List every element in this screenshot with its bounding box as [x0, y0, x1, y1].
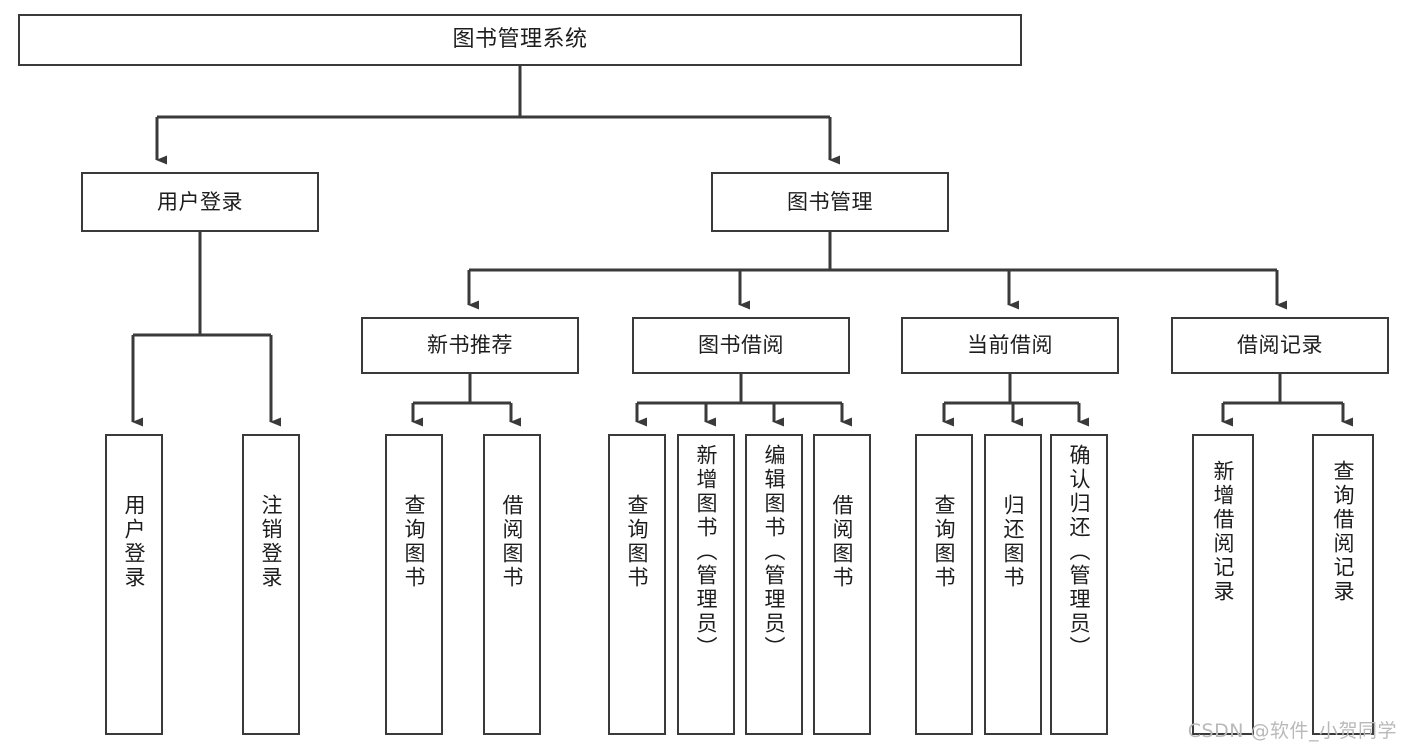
- node-book-borrow[interactable]: 图书借阅: [632, 317, 850, 374]
- node-leaf-confirm-return-admin-label: 确认归还（管理员）: [1067, 444, 1092, 660]
- node-borrow-record-label: 借阅记录: [1237, 333, 1323, 358]
- node-user-login-label: 用户登录: [157, 189, 243, 214]
- node-leaf-logout-login[interactable]: 注销登录: [242, 434, 300, 735]
- node-current-borrow[interactable]: 当前借阅: [901, 317, 1119, 374]
- node-leaf-borrow-book-recommend-label: 借阅图书: [500, 494, 525, 590]
- node-leaf-query-book-borrow-label: 查询图书: [625, 494, 650, 590]
- node-new-book-recommend-label: 新书推荐: [427, 333, 513, 358]
- node-leaf-edit-book-admin-label: 编辑图书（管理员）: [762, 444, 787, 660]
- node-leaf-return-book-label: 归还图书: [1001, 494, 1026, 590]
- node-leaf-add-book-admin[interactable]: 新增图书（管理员）: [677, 434, 735, 735]
- node-leaf-logout-login-label: 注销登录: [259, 494, 284, 590]
- node-leaf-query-borrow-record-label: 查询借阅记录: [1331, 460, 1356, 604]
- node-root-label: 图书管理系统: [452, 27, 588, 53]
- node-leaf-user-login-label: 用户登录: [122, 494, 147, 590]
- node-new-book-recommend[interactable]: 新书推荐: [361, 317, 579, 374]
- node-leaf-return-book[interactable]: 归还图书: [984, 434, 1042, 735]
- node-current-borrow-label: 当前借阅: [967, 333, 1053, 358]
- node-leaf-borrow-book[interactable]: 借阅图书: [813, 434, 871, 735]
- node-leaf-confirm-return-admin[interactable]: 确认归还（管理员）: [1050, 434, 1108, 735]
- node-borrow-record[interactable]: 借阅记录: [1171, 317, 1389, 374]
- node-user-login[interactable]: 用户登录: [81, 172, 319, 232]
- node-leaf-query-book-recommend-label: 查询图书: [402, 494, 427, 590]
- node-leaf-edit-book-admin[interactable]: 编辑图书（管理员）: [745, 434, 803, 735]
- node-root[interactable]: 图书管理系统: [18, 14, 1022, 66]
- node-leaf-query-book-current[interactable]: 查询图书: [915, 434, 973, 735]
- node-leaf-user-login[interactable]: 用户登录: [105, 434, 163, 735]
- watermark: CSDN @软件_小贺同学: [1187, 720, 1397, 742]
- node-leaf-borrow-book-recommend[interactable]: 借阅图书: [483, 434, 541, 735]
- node-leaf-query-borrow-record[interactable]: 查询借阅记录: [1312, 434, 1374, 735]
- node-book-manage[interactable]: 图书管理: [711, 172, 949, 232]
- node-book-borrow-label: 图书借阅: [698, 333, 784, 358]
- node-leaf-borrow-book-label: 借阅图书: [830, 494, 855, 590]
- node-book-manage-label: 图书管理: [787, 189, 873, 214]
- node-leaf-add-borrow-record[interactable]: 新增借阅记录: [1192, 434, 1254, 735]
- node-leaf-query-book-borrow[interactable]: 查询图书: [608, 434, 666, 735]
- node-leaf-add-book-admin-label: 新增图书（管理员）: [694, 444, 719, 660]
- node-leaf-query-book-current-label: 查询图书: [932, 494, 957, 590]
- node-leaf-query-book-recommend[interactable]: 查询图书: [385, 434, 443, 735]
- node-leaf-add-borrow-record-label: 新增借阅记录: [1211, 460, 1236, 604]
